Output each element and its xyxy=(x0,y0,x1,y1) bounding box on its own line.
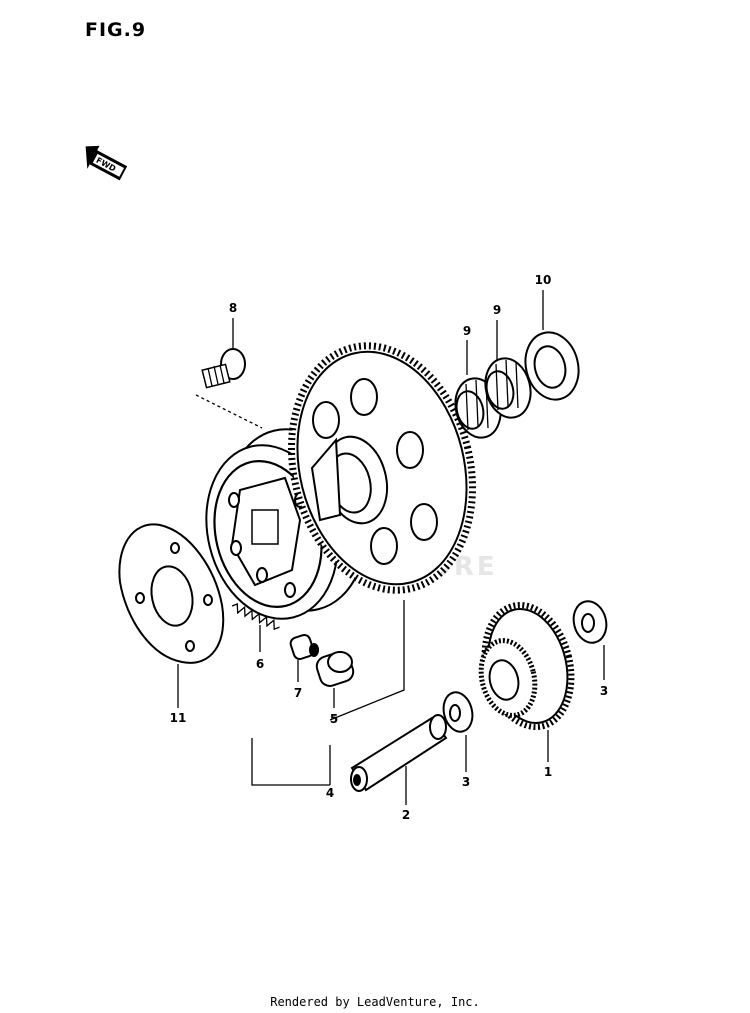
part-10-thrust-washer xyxy=(524,331,580,401)
callout-3a: 3 xyxy=(462,775,470,789)
callout-5: 5 xyxy=(330,712,338,726)
part-4-driven-gear xyxy=(287,342,477,594)
part-9-needle-bearing-b xyxy=(484,357,532,419)
figure-title: FIG.9 xyxy=(85,19,146,41)
part-6-spring xyxy=(231,603,280,631)
callout-6: 6 xyxy=(256,657,264,671)
callout-2: 2 xyxy=(402,808,410,822)
callout-7: 7 xyxy=(294,686,302,700)
callout-11: 11 xyxy=(170,711,187,725)
part-7-plunger xyxy=(289,634,319,660)
part-11-washer-plate xyxy=(118,523,225,664)
part-8-bolt xyxy=(201,348,246,389)
leader-8-dash xyxy=(195,394,263,429)
part-2-shaft xyxy=(350,714,448,792)
callout-4: 4 xyxy=(326,786,334,800)
leader-4-bracket xyxy=(251,600,405,786)
part-3-washer-right xyxy=(572,600,608,644)
footer-credit: Rendered by LeadVenture, Inc. xyxy=(270,995,480,1009)
callout-9a: 9 xyxy=(463,324,471,338)
part-5-roller xyxy=(315,651,355,687)
callout-9b: 9 xyxy=(493,303,501,317)
callout-10: 10 xyxy=(535,273,552,287)
part-1-idle-gear xyxy=(478,601,575,731)
callout-3b: 3 xyxy=(600,684,608,698)
fwd-arrow-icon: FWD xyxy=(85,145,128,181)
part-3-washer-center xyxy=(442,691,474,733)
callout-8: 8 xyxy=(229,301,237,315)
callout-1: 1 xyxy=(544,765,552,779)
